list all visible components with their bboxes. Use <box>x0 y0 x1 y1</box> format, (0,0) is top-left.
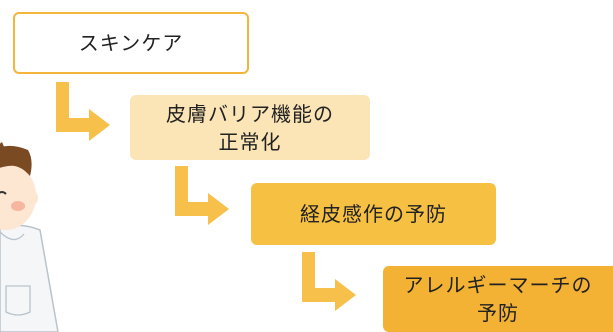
step-barrier-function-box: 皮膚バリア機能の 正常化 <box>130 95 370 160</box>
bent-arrow-icon <box>175 166 229 225</box>
step-label: スキンケア <box>78 31 184 55</box>
step-label: 正常化 <box>218 129 282 154</box>
step-skincare-box: スキンケア <box>13 12 249 74</box>
step-label: 予防 <box>477 301 519 325</box>
face-shape <box>0 162 36 230</box>
bent-arrow-icon <box>56 82 110 141</box>
hair-shape <box>0 146 32 176</box>
bent-arrow-icon <box>302 252 356 311</box>
coat-pocket <box>5 285 31 316</box>
step-allergy-march-prevention-box: アレルギーマーチの 予防 <box>383 266 613 332</box>
cheek-shape <box>11 201 25 211</box>
step-sensitization-prevention-box: 経皮感作の予防 <box>251 183 496 245</box>
eye-icon <box>0 191 7 195</box>
step-label: 皮膚バリア機能の <box>166 101 334 126</box>
step-label: アレルギーマーチの <box>403 273 593 297</box>
step-label: 経皮感作の予防 <box>300 202 447 226</box>
ear-shape <box>28 191 38 205</box>
coat-collar <box>0 231 25 241</box>
